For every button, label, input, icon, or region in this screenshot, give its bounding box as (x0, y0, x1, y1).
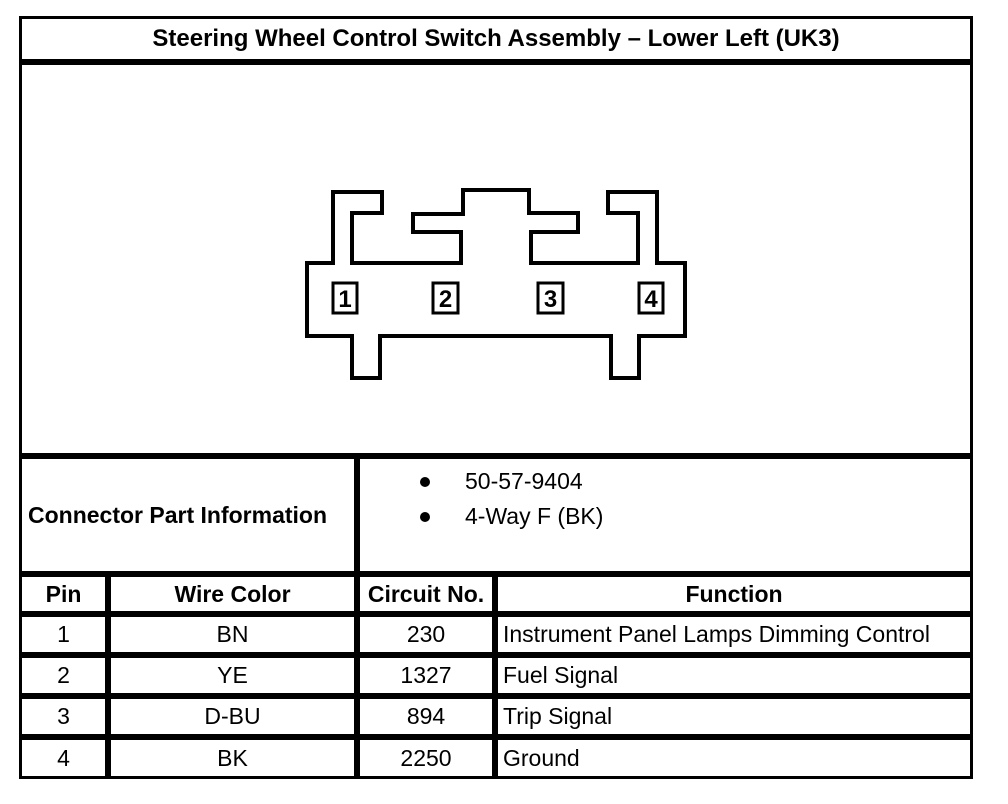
function-cell: Instrument Panel Lamps Dimming Control (495, 614, 973, 655)
part-info-list: 50-57-9404 4-Way F (BK) (360, 459, 970, 534)
pin-cell: 1 (19, 614, 108, 655)
table-row: 1 BN 230 Instrument Panel Lamps Dimming … (19, 614, 973, 655)
pin-cell: 2 (19, 655, 108, 696)
wire-color-cell: BK (108, 737, 357, 779)
connector-part-info-label-cell: Connector Part Information (19, 456, 357, 574)
table-header-row: Pin Wire Color Circuit No. Function (19, 574, 973, 614)
pin-cavity-box-1 (331, 281, 359, 315)
diagram-row: 1 2 3 4 (19, 62, 973, 456)
table-row: 2 YE 1327 Fuel Signal (19, 655, 973, 696)
column-header-pin: Pin (19, 574, 108, 614)
function-cell: Ground (495, 737, 973, 779)
connector-housing-outline (305, 188, 687, 380)
connector-diagram: 1 2 3 4 (305, 188, 687, 380)
connector-info-sheet: Steering Wheel Control Switch Assembly –… (19, 16, 973, 779)
bullet-icon (420, 476, 430, 487)
column-header-circuit-no: Circuit No. (357, 574, 495, 614)
pin-cell: 3 (19, 696, 108, 737)
wire-color-cell: BN (108, 614, 357, 655)
part-info-row: Connector Part Information 50-57-9404 4-… (19, 456, 973, 574)
bullet-icon (420, 511, 430, 522)
part-info-item: 4-Way F (BK) (360, 499, 970, 534)
pin-cavity-box-2 (431, 281, 460, 315)
table-row: 3 D-BU 894 Trip Signal (19, 696, 973, 737)
wire-color-cell: D-BU (108, 696, 357, 737)
circuit-no-cell: 894 (357, 696, 495, 737)
pin-number-label-4: 4 (644, 286, 658, 313)
connector-part-info-label: Connector Part Information (28, 501, 328, 528)
title-bar: Steering Wheel Control Switch Assembly –… (19, 16, 973, 62)
pin-cavity-box-3 (536, 281, 565, 315)
function-cell: Fuel Signal (495, 655, 973, 696)
connector-part-info-values-cell: 50-57-9404 4-Way F (BK) (357, 456, 973, 574)
pin-cell: 4 (19, 737, 108, 779)
connector-type-text: 4-Way F (BK) (465, 503, 604, 529)
table-row: 4 BK 2250 Ground (19, 737, 973, 779)
circuit-no-cell: 2250 (357, 737, 495, 779)
circuit-no-cell: 1327 (357, 655, 495, 696)
wire-color-cell: YE (108, 655, 357, 696)
part-info-item: 50-57-9404 (360, 464, 970, 499)
pin-number-label-3: 3 (544, 286, 557, 313)
title-row: Steering Wheel Control Switch Assembly –… (19, 16, 973, 62)
circuit-no-cell: 230 (357, 614, 495, 655)
part-number-text: 50-57-9404 (465, 468, 583, 494)
pin-cavity-box-4 (637, 281, 665, 315)
connector-diagram-panel: 1 2 3 4 (19, 62, 973, 456)
pin-number-label-2: 2 (439, 286, 452, 313)
pin-number-label-1: 1 (338, 286, 351, 313)
function-cell: Trip Signal (495, 696, 973, 737)
page-title: Steering Wheel Control Switch Assembly –… (152, 25, 840, 52)
column-header-function: Function (495, 574, 973, 614)
column-header-wire-color: Wire Color (108, 574, 357, 614)
